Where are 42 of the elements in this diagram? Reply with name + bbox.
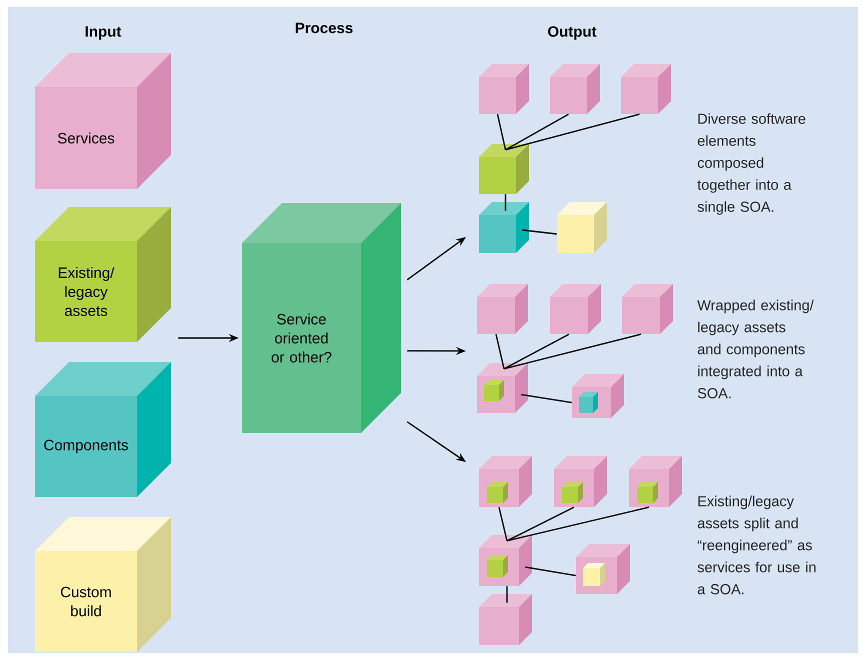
small-cube — [562, 482, 583, 503]
cube — [479, 144, 529, 194]
description-text: Diverse software elements composed together into a single SOA. — [697, 113, 806, 215]
cube — [479, 202, 529, 253]
cube — [622, 284, 673, 334]
cube — [557, 202, 607, 253]
small-cube — [637, 482, 658, 503]
cube — [479, 594, 532, 645]
column-heading: Output — [548, 26, 596, 40]
connector-line — [505, 114, 569, 150]
small-cube — [487, 482, 508, 503]
cube: Services — [35, 53, 171, 189]
description-text: Wrapped existing/ legacy assets and components integrated into a SOA. — [697, 300, 814, 398]
cube — [477, 284, 528, 334]
cube: Custom build — [35, 517, 171, 652]
connector-line — [506, 506, 574, 542]
small-cube — [487, 555, 508, 577]
connector-line — [495, 334, 505, 369]
small-cube — [484, 380, 504, 401]
cube: Components — [35, 362, 171, 497]
connector-line — [504, 194, 506, 211]
small-cube — [579, 392, 598, 413]
description-text: Existing/legacy assets split and “reengineered” as services for use in a SOA. — [698, 496, 816, 594]
cube — [479, 64, 529, 114]
cube: Existing/ legacy assets — [35, 207, 171, 342]
connector-line — [505, 114, 640, 150]
process-cube: Service oriented or other? — [242, 203, 401, 433]
cube — [550, 64, 600, 114]
connector-line — [521, 394, 572, 404]
small-cube — [583, 563, 605, 586]
cube — [550, 284, 601, 334]
column-heading: Input — [86, 26, 122, 40]
connector-line — [522, 229, 557, 235]
connector-line — [506, 506, 650, 542]
connector-line — [525, 566, 576, 576]
cube — [621, 64, 671, 114]
connector-line — [504, 334, 570, 370]
connector-line — [504, 334, 642, 370]
connector-line — [498, 507, 508, 541]
connector-line — [496, 114, 506, 150]
connector-line — [506, 586, 508, 603]
column-heading: Process — [296, 22, 353, 34]
